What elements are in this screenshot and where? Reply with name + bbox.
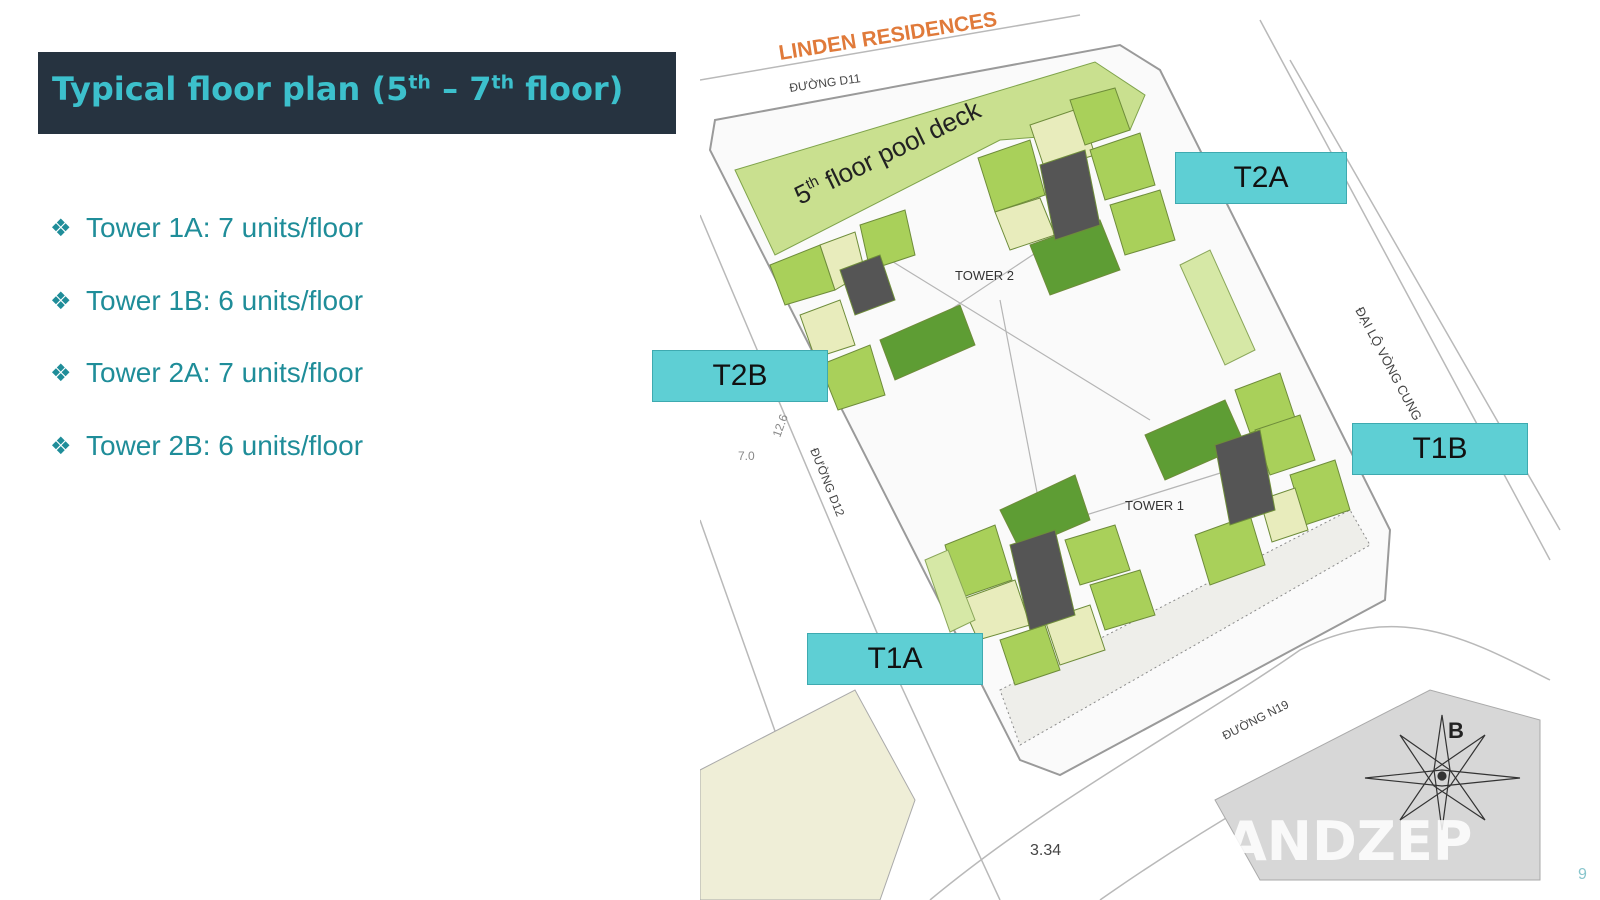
bullet-text: Tower 1B: 6 units/floor <box>86 284 364 316</box>
title-banner: Typical floor plan (5th – 7th floor) <box>38 52 676 134</box>
linden-label: LINDEN RESIDENCES <box>777 8 998 65</box>
title-sup: th <box>491 71 515 94</box>
compass-icon <box>1364 714 1521 831</box>
lower-land <box>700 689 916 900</box>
bullet-item: ❖ Tower 2A: 7 units/floor <box>50 357 363 430</box>
road-label: ĐẠI LỘ VÒNG CUNG <box>1352 304 1425 423</box>
watermark: ANDZEP <box>1225 810 1472 873</box>
bullet-text: Tower 2B: 6 units/floor <box>86 429 364 461</box>
title-part: – 7 <box>430 70 492 108</box>
dimension-label: 12.6 <box>770 412 791 439</box>
bullet-item: ❖ Tower 1B: 6 units/floor <box>50 285 363 358</box>
slide-title: Typical floor plan (5th – 7th floor) <box>52 70 623 108</box>
road-label: ĐƯỜNG N19 <box>1220 696 1292 742</box>
bullet-icon: ❖ <box>50 286 72 315</box>
compass-label: B <box>1448 718 1464 743</box>
page-number: 9 <box>1578 866 1587 883</box>
landscape-strip <box>1179 249 1256 366</box>
bullet-item: ❖ Tower 1A: 7 units/floor <box>50 212 363 285</box>
dimension-label: 7.0 <box>738 449 755 463</box>
tag-t2a: T2A <box>1175 152 1347 204</box>
podium-band <box>999 509 1371 746</box>
tag-t2b: T2B <box>652 350 828 402</box>
tower-2-label: TOWER 2 <box>955 268 1014 283</box>
floor-plan-map: LINDEN RESIDENCES ĐƯỜNG D11 ĐƯỜNG D12 ĐƯ… <box>700 8 1561 900</box>
title-part: Typical floor plan (5 <box>52 70 409 108</box>
bullet-item: ❖ Tower 2B: 6 units/floor <box>50 430 363 503</box>
dimension-label: 3.34 <box>1030 842 1061 859</box>
tower-2-units <box>769 87 1176 411</box>
bullet-text: Tower 2A: 7 units/floor <box>86 357 364 388</box>
bullet-list: ❖ Tower 1A: 7 units/floor ❖ Tower 1B: 6 un… <box>50 212 363 502</box>
title-part: floor) <box>514 70 624 108</box>
bullet-icon: ❖ <box>50 359 72 387</box>
tower-1-label: TOWER 1 <box>1125 498 1184 513</box>
title-sup: th <box>408 71 431 94</box>
road-label: ĐƯỜNG D11 <box>788 70 861 95</box>
bullet-icon: ❖ <box>50 214 72 242</box>
tower-1-units <box>944 372 1351 686</box>
bullet-icon: ❖ <box>50 431 72 460</box>
landscape-strip <box>924 549 976 633</box>
neighbor-building <box>1214 689 1541 881</box>
bullet-text: Tower 1A: 7 units/floor <box>86 212 364 243</box>
tag-t1b: T1B <box>1352 423 1528 475</box>
tag-t1a: T1A <box>807 633 983 685</box>
